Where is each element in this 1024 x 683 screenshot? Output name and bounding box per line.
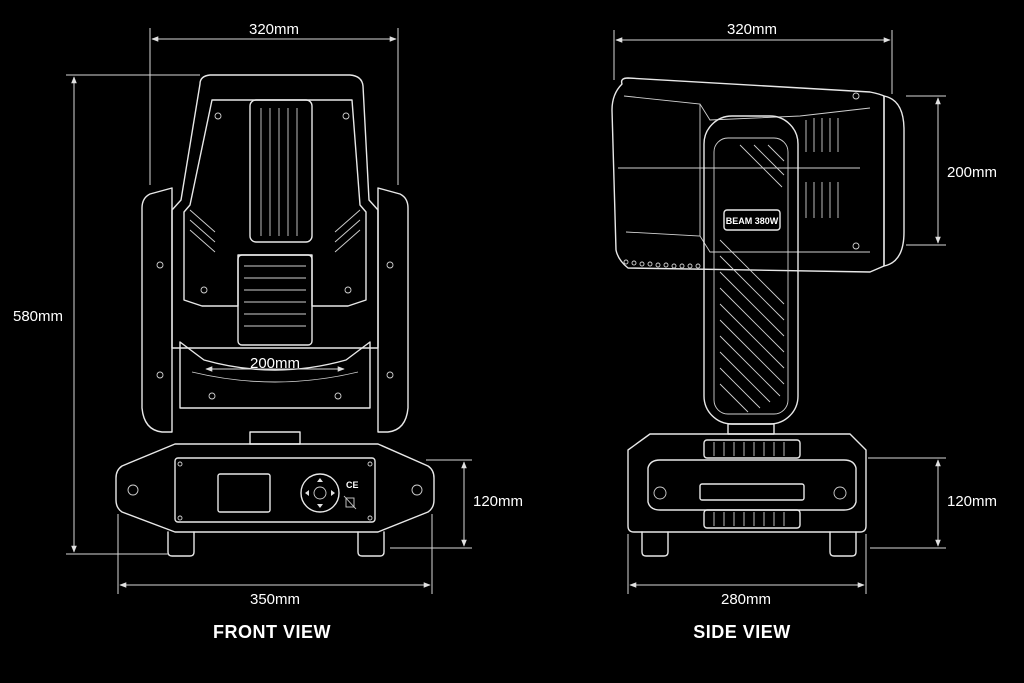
front-control-panel [174,457,376,523]
side-base-grill-ribs [713,442,785,526]
side-yoke-hatching [719,144,785,413]
side-base-slot [699,483,805,501]
front-lower-grill-slats [244,265,306,327]
side-width-top-label: 320mm [727,21,777,38]
side-neck [727,423,775,435]
side-base-bottom-grill [703,509,801,529]
side-head-vents [805,118,839,218]
front-side-vents [189,209,361,253]
front-yoke-right [377,187,409,433]
front-lens-bezel [179,341,371,409]
front-lower-grill [237,254,313,346]
front-view-drawing: CE [115,74,435,557]
ce-mark: CE [346,480,359,490]
front-view-dimensions [66,28,472,594]
front-view-title: FRONT VIEW [213,622,331,642]
side-base-screws [653,486,847,500]
front-lens-inner [191,371,359,383]
side-head-dots [623,259,701,269]
side-view-title: SIDE VIEW [693,622,791,642]
front-head-inner-frame [183,99,367,307]
side-view-drawing: BEAM 380W [611,77,905,557]
front-head-screws [200,112,352,294]
front-base-width-label: 350mm [250,591,300,608]
side-front-cap [883,95,905,267]
front-lens-width-label: 200mm [250,355,300,372]
side-view-dimensions [613,30,946,594]
side-head-screws [852,92,860,250]
front-neck [249,431,301,445]
side-head-outline [611,77,885,273]
display-screen [217,473,271,513]
front-width-top-label: 320mm [249,21,299,38]
front-top-vent [249,99,313,243]
side-base-width-label: 280mm [721,591,771,608]
model-badge [723,209,781,231]
front-head-outline [171,74,379,349]
side-head-height-label: 200mm [947,164,997,181]
side-head-panels [618,95,871,253]
front-yoke-screws [156,261,394,379]
front-base-outline [115,443,435,533]
side-base-handle [647,459,857,511]
side-base-outline [627,433,867,533]
model-badge-text: BEAM 380W [726,216,779,226]
recycle-bin-icon [343,495,357,510]
front-base-height-label: 120mm [473,493,523,510]
side-base-height-label: 120mm [947,493,997,510]
side-foot-right [829,531,857,557]
front-yoke-left [141,187,173,433]
front-height-label: 580mm [13,308,63,325]
side-base-top-grill [703,439,801,459]
front-foot-right [357,531,385,557]
front-lens-screws [208,392,342,400]
front-top-vent-ribs [260,108,298,236]
side-yoke-inner [713,137,789,415]
navigation-buttons-icon [300,473,340,513]
front-base-screws [127,461,423,521]
front-foot-left [167,531,195,557]
side-foot-left [641,531,669,557]
